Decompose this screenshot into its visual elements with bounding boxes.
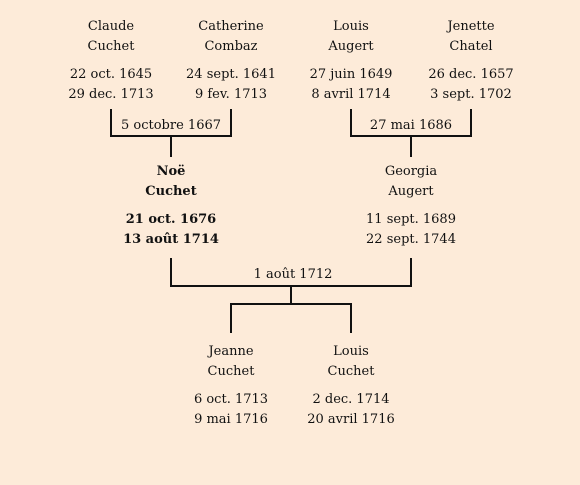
children-line — [230, 286, 352, 333]
marriage-date-augert-chatel: 27 mai 1686 — [366, 118, 456, 134]
marriage-date-cuchet-augert: 1 août 1712 — [250, 267, 336, 283]
marriage-date-cuchet-combaz: 5 octobre 1667 — [118, 118, 224, 134]
